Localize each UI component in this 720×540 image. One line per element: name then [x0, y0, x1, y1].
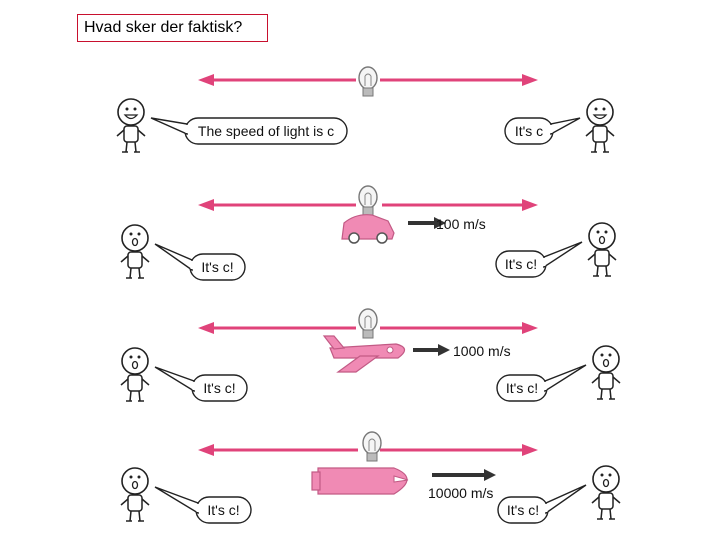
speed-label: 10000 m/s [428, 485, 493, 501]
right-speech-bubble-text: It's c [515, 123, 543, 139]
left-observer [120, 467, 150, 522]
speed-arrow-head [484, 469, 496, 481]
right-speech-bubble-tail [545, 484, 587, 515]
left-speech-bubble-tail [154, 366, 195, 393]
arrow-head-right [522, 199, 538, 211]
right-speech-bubble-tail [544, 364, 587, 393]
airplane-window [386, 346, 394, 354]
left-observer [120, 347, 150, 402]
car-wheel [376, 232, 388, 244]
arrow-head-left [198, 199, 214, 211]
left-observer [116, 98, 146, 153]
arrow-head-left [198, 74, 214, 86]
arrow-head-right [522, 74, 538, 86]
row-2: 100 m/sIt's c! It's c! [120, 185, 617, 281]
row-4: 10000 m/sIt's c! It's c! [120, 431, 621, 524]
right-observer [585, 98, 615, 153]
page-title: Hvad sker der faktisk? [77, 14, 268, 42]
arrow-head-left [198, 444, 214, 456]
row-3: 1000 m/sIt's c! It's c! [120, 308, 621, 402]
left-speech-bubble-text: It's c! [207, 502, 239, 518]
row-1: The speed of light is c It's c [116, 66, 615, 153]
airplane-body [329, 343, 406, 359]
left-speech-bubble-tail [154, 243, 193, 272]
car-wheel [348, 232, 360, 244]
left-observer [120, 224, 150, 279]
right-speech-bubble-tail [543, 241, 583, 269]
airplane-wing [336, 355, 380, 373]
right-speech-bubble-tail [550, 117, 581, 136]
right-observer [587, 222, 617, 277]
right-observer [591, 345, 621, 400]
right-speech-bubble-text: It's c! [506, 380, 538, 396]
left-speech-bubble-text: The speed of light is c [198, 123, 334, 139]
rocket-body [317, 467, 408, 495]
right-speech-bubble-text: It's c! [507, 502, 539, 518]
arrow-head-right [522, 444, 538, 456]
right-observer [591, 465, 621, 520]
airplane-tail [322, 335, 346, 350]
speed-label: 100 m/s [436, 216, 486, 232]
rocket-window [393, 475, 409, 483]
arrow-head-left [198, 322, 214, 334]
left-speech-bubble-tail [150, 117, 188, 136]
left-speech-bubble-tail [154, 486, 199, 515]
speed-arrow-head [434, 217, 446, 229]
left-speech-bubble-text: It's c! [201, 259, 233, 275]
speed-label: 1000 m/s [453, 343, 511, 359]
left-speech-bubble-text: It's c! [203, 380, 235, 396]
arrow-head-right [522, 322, 538, 334]
speed-arrow-head [438, 344, 450, 356]
rocket-nozzle [311, 471, 321, 491]
right-speech-bubble-text: It's c! [505, 256, 537, 272]
